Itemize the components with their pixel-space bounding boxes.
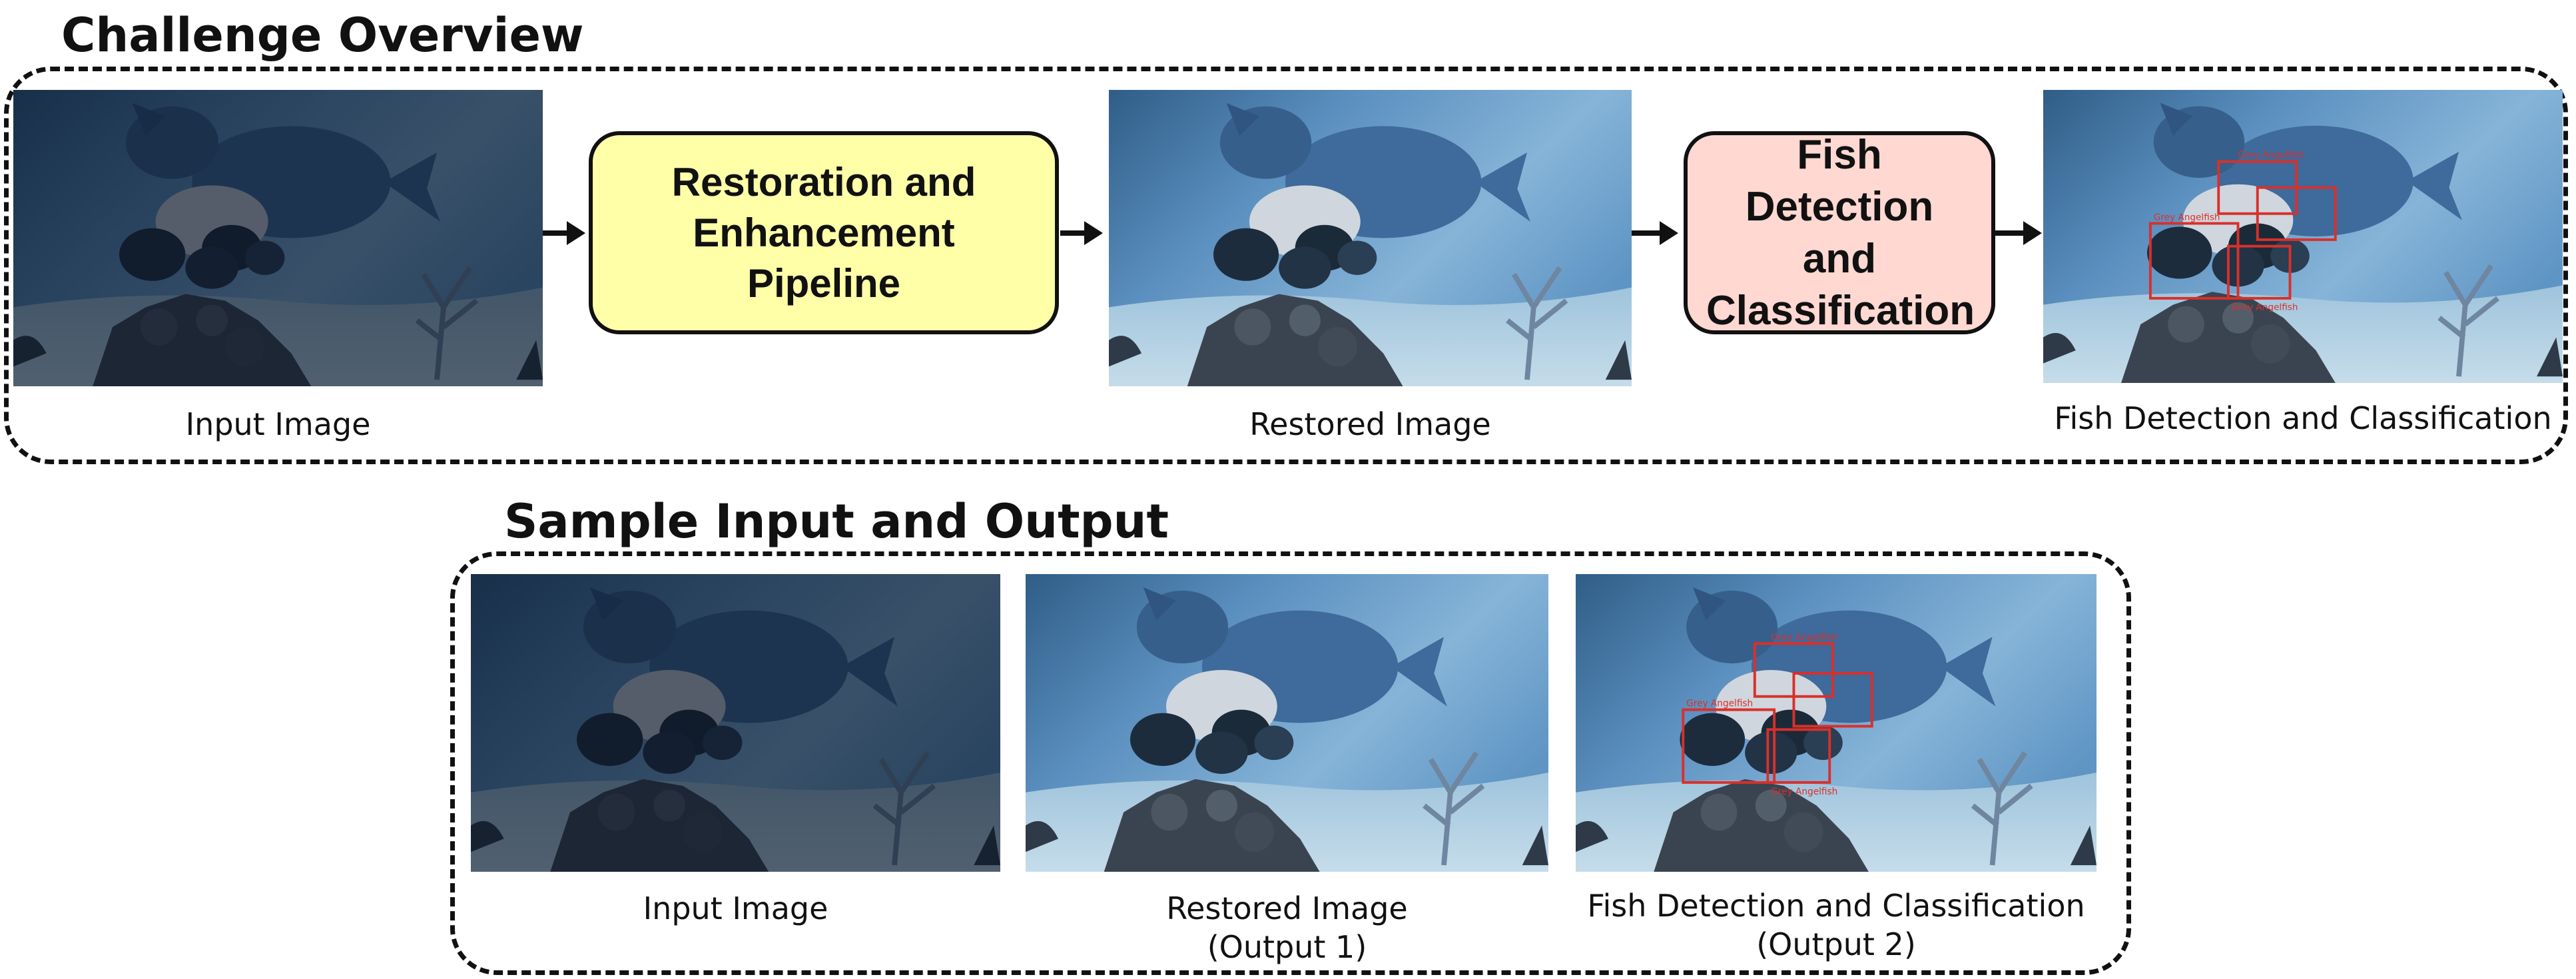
sample-detection-caption-line2: (Output 2) (1756, 926, 1916, 962)
bbox-label: Grey Angelfish (2232, 302, 2298, 312)
bbox-label: Grey Angelfish (1771, 632, 1837, 643)
overview-title: Challenge Overview (53, 5, 592, 65)
bbox-label: Grey Angelfish (2238, 150, 2305, 161)
sample-input-image (471, 574, 1000, 872)
arrow-icon (543, 220, 586, 246)
sample-restored-caption-line1: Restored Image (1166, 890, 1408, 926)
sample-detection-image: Grey Angelfish Grey Angelfish Grey Angel… (1576, 574, 2096, 872)
sample-restored-caption-line2: (Output 1) (1207, 929, 1367, 965)
overview-restored-image (1109, 90, 1632, 386)
overview-input-caption: Input Image (185, 406, 371, 442)
arrow-icon (1060, 220, 1104, 246)
sample-title: Sample Input and Output (496, 491, 1177, 551)
sample-detection-caption-line1: Fish Detection and Classification (1587, 888, 2085, 924)
overview-frame (4, 67, 2568, 464)
bbox-label: Grey Angelfish (1686, 699, 1753, 709)
sample-restored-image (1026, 574, 1548, 872)
detection-classification-label: Fish Detection and Classification (1706, 131, 1975, 334)
bbox-label: Grey Angelfish (2154, 212, 2220, 223)
sample-frame (450, 551, 2131, 975)
bbox-label: Grey Angelfish (1771, 787, 1837, 797)
overview-detection-image: Grey Angelfish Grey Angelfish Grey Angel… (2043, 90, 2563, 383)
sample-input-caption: Input Image (643, 890, 828, 926)
overview-input-image (13, 90, 543, 386)
restoration-pipeline-box: Restoration and Enhancement Pipeline (589, 131, 1059, 334)
arrow-icon (1632, 220, 1680, 246)
restoration-pipeline-label: Restoration and Enhancement Pipeline (671, 159, 976, 306)
overview-detection-caption: Fish Detection and Classification (2054, 400, 2552, 436)
overview-restored-caption: Restored Image (1249, 406, 1491, 442)
arrow-icon (1995, 220, 2043, 246)
detection-classification-box: Fish Detection and Classification (1684, 131, 1995, 334)
